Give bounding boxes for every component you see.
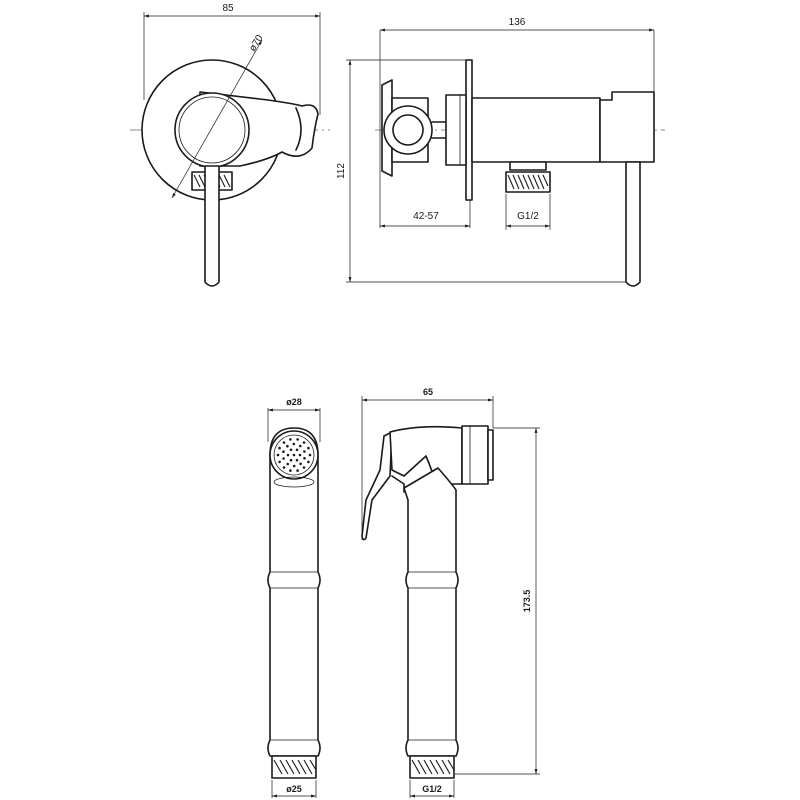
width-dimension-label: 85 (222, 3, 234, 14)
thread-dimension-label: G1/2 (517, 211, 539, 222)
side-lever-handle (625, 161, 641, 287)
connector-inner (392, 114, 424, 146)
nozzle-dot (289, 458, 293, 462)
nozzle-dot (282, 457, 285, 460)
nozzle-dot (296, 469, 299, 472)
nozzle-dot (292, 442, 296, 446)
nozzle-dot (286, 444, 289, 448)
nozzle-dot (307, 460, 310, 464)
diameter-dimension-label: ø70 (247, 33, 266, 54)
nozzle-dot (298, 453, 302, 457)
nozzle-dot (282, 450, 285, 454)
nozzle-dot (303, 457, 306, 460)
nozzle-dot (292, 464, 296, 468)
nozzle-dot (282, 466, 286, 469)
diameter-dimension-line (171, 39, 263, 199)
shower-front-view: ø28 ø25 (267, 397, 321, 798)
outlet-nut (509, 161, 547, 171)
head-collar (273, 476, 315, 488)
shower-side-handle (403, 467, 459, 757)
mixer-body (471, 97, 601, 163)
nozzle-dots (276, 438, 312, 472)
outlet-thread-pattern (507, 174, 549, 190)
mixer-side-view: 136 112 42-57 G1/2 (336, 17, 665, 287)
cartridge-body (174, 92, 250, 168)
side-base-thread-pattern (411, 759, 455, 775)
nozzle-dot (296, 438, 299, 441)
nozzle-dot (295, 448, 299, 452)
spray-face-ring (273, 434, 315, 476)
nozzle-face-cap (487, 429, 494, 481)
nozzle-dot (278, 460, 281, 464)
nozzle-dot (308, 453, 312, 457)
nozzle-dot (303, 450, 306, 453)
shower-front-body (267, 427, 321, 757)
nozzle-dot (286, 462, 290, 466)
nozzle-dot (282, 441, 286, 444)
front-base-thread-pattern (273, 759, 317, 775)
wall-flange (465, 59, 473, 201)
head-dimension-label: ø28 (286, 397, 302, 407)
nozzle-dot (286, 453, 290, 457)
trigger-lever (361, 431, 393, 541)
nozzle-dot (302, 441, 306, 444)
nozzle-dot (289, 438, 292, 441)
mixer-front-view: 85 ø70 (130, 3, 330, 287)
connector-pipe (431, 121, 447, 139)
base-dimension-label: ø25 (286, 784, 302, 794)
nozzle-dot (289, 448, 293, 452)
length-dimension-label: 136 (509, 17, 526, 28)
hose-holder-cup (295, 107, 302, 151)
trigger-pivot (391, 475, 405, 493)
side-thread-dimension-label: G1/2 (422, 784, 442, 794)
nozzle-dot (307, 446, 310, 450)
nozzle-dot (302, 466, 306, 469)
nozzle-dot (292, 453, 296, 457)
nozzle-dot (299, 462, 302, 466)
height-dimension-label: 112 (336, 163, 347, 179)
side-height-dimension-label: 173.5 (522, 590, 532, 613)
shower-side-view: 65 173.5 G1/2 (361, 387, 540, 798)
handle-cap (599, 91, 655, 163)
nozzle-dot (278, 446, 281, 450)
flange-collar (445, 94, 467, 166)
side-width-dimension-label: 65 (423, 387, 433, 397)
nozzle-dot (299, 444, 302, 448)
depth-dimension-label: 42-57 (413, 211, 439, 222)
nozzle-dot (276, 453, 280, 457)
nozzle-dot (289, 469, 292, 472)
front-lever-handle (204, 165, 220, 287)
nozzle-dot (295, 458, 299, 462)
nozzle-head-block (461, 425, 489, 485)
